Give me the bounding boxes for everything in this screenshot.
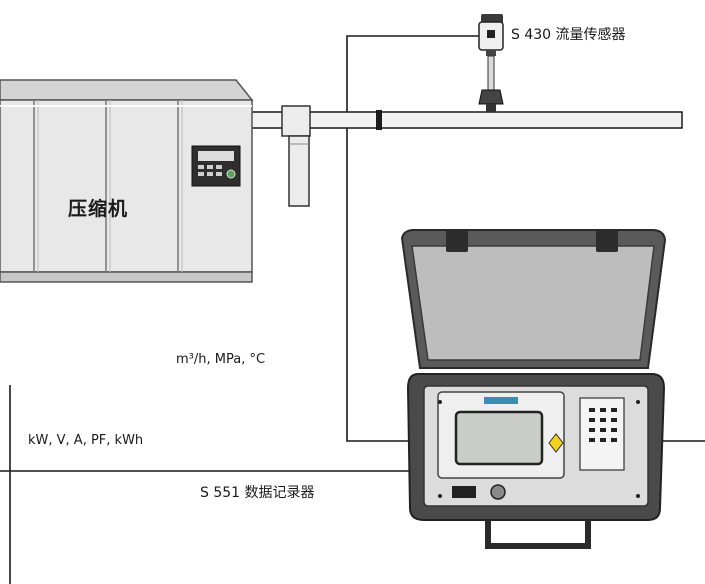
- air-pipe: [245, 110, 683, 130]
- pipe-fitting: [281, 105, 311, 207]
- compressor-control-panel: [191, 145, 241, 187]
- compressor-label: 压缩机: [68, 198, 129, 220]
- flow-units-label: m³/h, MPa, °C: [176, 352, 266, 367]
- signal-wires: [0, 35, 705, 584]
- sensor-wire: [346, 35, 487, 442]
- flow-sensor-label: S 430 流量传感器: [511, 27, 626, 43]
- data-logger-label: S 551 数据记录器: [200, 485, 315, 501]
- data-logger: [400, 229, 667, 549]
- power-units-label: kW, V, A, PF, kWh: [28, 433, 144, 448]
- compressor: [0, 79, 254, 283]
- flow-sensor: [478, 14, 504, 112]
